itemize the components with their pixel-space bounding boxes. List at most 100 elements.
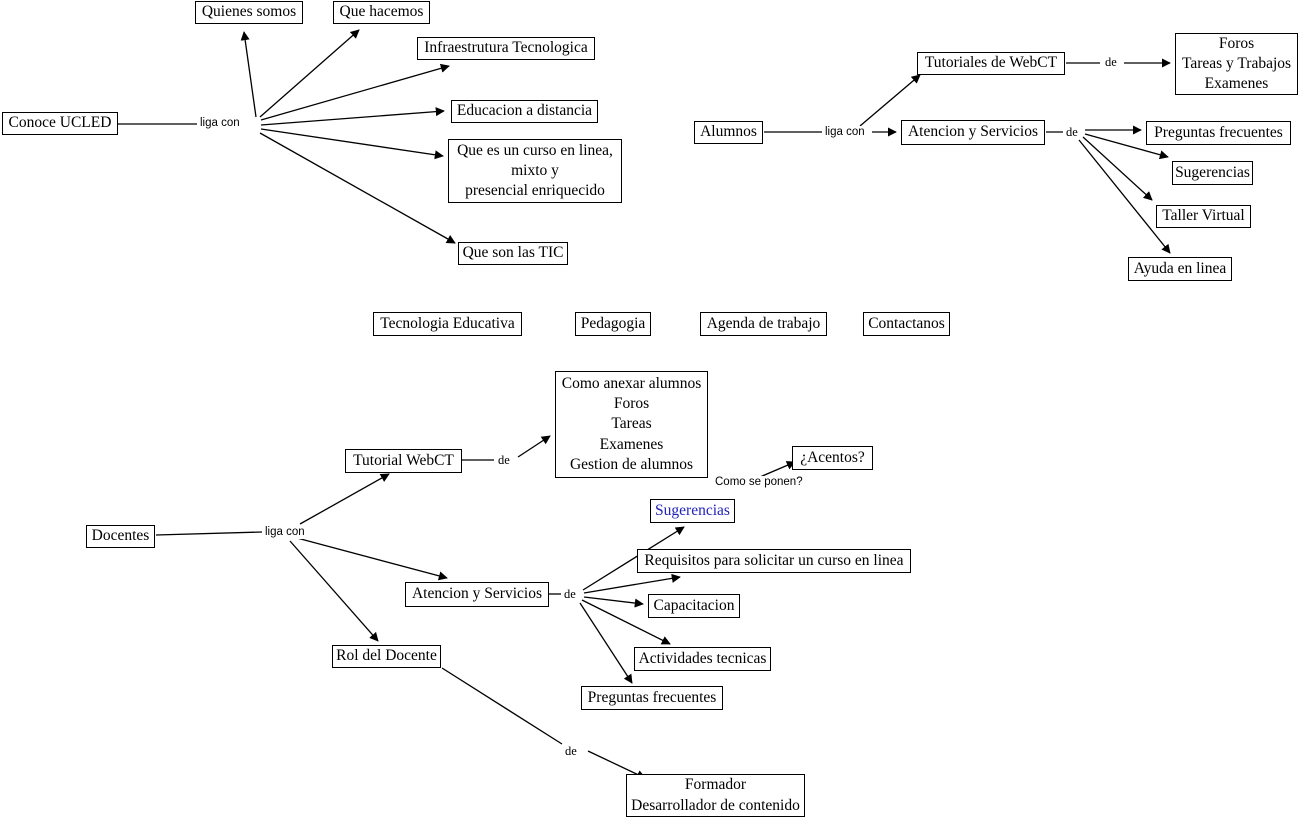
- node-docentes[interactable]: Docentes: [86, 525, 155, 548]
- edge-de-to-capacitacion: [583, 596, 644, 608]
- node-acentos[interactable]: ¿Acentos?: [792, 446, 873, 470]
- edge-de-to-actividades-tecnicas: [581, 599, 671, 645]
- node-label-line-5: Gestion de alumnos: [569, 455, 694, 473]
- node-label-line-3: Examenes: [1204, 75, 1269, 93]
- node-label-line-2: Foros: [613, 395, 650, 413]
- node-label: Pedagogia: [580, 314, 646, 332]
- node-label: Tutorial WebCT: [353, 451, 454, 469]
- node-label-line-1: Como anexar alumnos: [561, 375, 702, 393]
- node-rol-del-docente[interactable]: Rol del Docente: [332, 645, 441, 668]
- edge-liga-con-to-rol-docente: [289, 540, 379, 642]
- node-label: Taller Virtual: [1162, 207, 1245, 225]
- node-label: ¿Acentos?: [800, 448, 865, 466]
- node-label: Atencion y Servicios: [907, 123, 1038, 141]
- node-label: Requisitos para solicitar un curso en li…: [644, 551, 904, 569]
- edge-de-to-requisitos: [583, 573, 681, 594]
- edge-de-to-preguntas-docentes: [579, 602, 633, 684]
- edge-liga-con-to-tutoriales-webct: [859, 74, 921, 127]
- node-preguntas-frecuentes-docentes[interactable]: Preguntas frecuentes: [581, 686, 723, 710]
- edge-de-to-formador: [587, 750, 646, 779]
- node-label-line-1: Formador: [684, 776, 747, 794]
- node-atencion-y-servicios-alumnos[interactable]: Atencion y Servicios: [901, 120, 1045, 145]
- node-formador-desarrollador[interactable]: Formador Desarrollador de contenido: [626, 774, 805, 817]
- node-label: Alumnos: [700, 123, 757, 141]
- edge-como-se-ponen-to-acentos: [759, 461, 796, 478]
- node-contactanos[interactable]: Contactanos: [863, 312, 950, 336]
- edge-label-de-atencion-alumnos: de: [1065, 125, 1079, 140]
- edge-de-to-taller-virtual: [1082, 136, 1153, 201]
- node-label: Preguntas frecuentes: [1154, 123, 1283, 141]
- node-atencion-y-servicios-docentes[interactable]: Atencion y Servicios: [405, 582, 549, 607]
- node-label-line-4: Examenes: [599, 435, 664, 453]
- node-agenda-de-trabajo[interactable]: Agenda de trabajo: [700, 312, 827, 336]
- edge-label-liga-con-ucled: liga con: [199, 117, 241, 130]
- edge-label-de-rol-docente: de: [564, 744, 578, 759]
- node-label-line-1: Que es un curso en linea,: [457, 141, 613, 159]
- node-label-line-1: Foros: [1218, 34, 1255, 52]
- node-label: Conoce UCLED: [8, 114, 112, 132]
- node-label: Atencion y Servicios: [411, 585, 542, 603]
- node-label-line-3: presencial enriquecido: [465, 182, 605, 200]
- node-taller-virtual[interactable]: Taller Virtual: [1156, 205, 1251, 228]
- edge-de-to-gestion-alumnos: [517, 435, 551, 458]
- edge-liga-con-to-infraestrutura: [260, 63, 450, 121]
- edge-liga-con-to-quienes-somos: [240, 31, 257, 118]
- edge-label-de-tutoriales-webct: de: [1104, 55, 1118, 70]
- node-gestion-de-alumnos[interactable]: Como anexar alumnos Foros Tareas Examene…: [555, 371, 708, 478]
- edge-docentes-to-liga-con: [155, 531, 263, 536]
- node-alumnos[interactable]: Alumnos: [694, 121, 763, 144]
- node-quienes-somos[interactable]: Quienes somos: [195, 1, 303, 24]
- node-label-line-3: Tareas: [611, 415, 652, 433]
- node-label: Sugerencias: [655, 501, 730, 519]
- node-ayuda-en-linea[interactable]: Ayuda en linea: [1128, 257, 1232, 281]
- edge-label-de-tutorial-webct: de: [497, 453, 511, 468]
- node-label: Contactanos: [868, 314, 945, 332]
- edges-cluster-alumnos: [764, 58, 1171, 254]
- edge-label-liga-con-alumnos: liga con: [824, 126, 866, 139]
- node-capacitacion[interactable]: Capacitacion: [648, 594, 740, 618]
- node-actividades-tecnicas[interactable]: Actividades tecnicas: [634, 647, 771, 671]
- node-pedagogia[interactable]: Pedagogia: [575, 312, 651, 336]
- node-preguntas-frecuentes-alumnos[interactable]: Preguntas frecuentes: [1146, 121, 1291, 145]
- edge-label-como-se-ponen: Como se ponen?: [714, 476, 804, 489]
- node-label-line-2: Tareas y Trabajos: [1181, 54, 1292, 72]
- node-label: Actividades tecnicas: [638, 649, 767, 667]
- node-tutoriales-de-webct[interactable]: Tutoriales de WebCT: [917, 52, 1065, 75]
- node-educacion-a-distancia[interactable]: Educacion a distancia: [451, 100, 598, 123]
- node-label: Docentes: [91, 527, 150, 545]
- node-label: Preguntas frecuentes: [587, 688, 717, 706]
- node-requisitos-curso-en-linea[interactable]: Requisitos para solicitar un curso en li…: [637, 549, 911, 573]
- node-infraestrutura-tecnologica[interactable]: Infraestrutura Tecnologica: [417, 37, 595, 60]
- edge-rol-docente-to-de: [441, 667, 563, 745]
- node-foros-tareas-examenes[interactable]: Foros Tareas y Trabajos Examenes: [1175, 33, 1298, 95]
- node-tutorial-webct[interactable]: Tutorial WebCT: [345, 449, 462, 473]
- edge-de-to-ayuda-en-linea: [1078, 139, 1171, 254]
- edge-label-liga-con-docentes: liga con: [264, 526, 306, 539]
- node-que-son-las-tic[interactable]: Que son las TIC: [458, 242, 568, 265]
- edge-label-de-atencion-docentes: de: [563, 587, 577, 602]
- node-label: Tecnologia Educativa: [380, 314, 515, 332]
- node-sugerencias-docentes[interactable]: Sugerencias: [650, 499, 735, 523]
- node-label-line-2: Desarrollador de contenido: [631, 796, 800, 814]
- node-label: Rol del Docente: [336, 647, 437, 665]
- node-que-hacemos[interactable]: Que hacemos: [333, 1, 430, 24]
- node-label: Que son las TIC: [462, 244, 564, 262]
- node-label: Infraestrutura Tecnologica: [424, 39, 588, 57]
- node-label: Capacitacion: [653, 596, 735, 614]
- node-label-line-2: mixto y: [511, 161, 559, 179]
- edges-cluster-docentes: [155, 435, 796, 779]
- edge-de-to-sugerencias-alumnos: [1084, 133, 1169, 160]
- node-conoce-ucled[interactable]: Conoce UCLED: [2, 112, 118, 135]
- node-tecnologia-educativa[interactable]: Tecnologia Educativa: [373, 312, 522, 336]
- node-label: Sugerencias: [1175, 163, 1250, 181]
- edge-liga-con-to-que-hacemos: [259, 29, 360, 118]
- node-label: Que hacemos: [339, 3, 424, 21]
- edge-liga-con-to-educacion-distancia: [260, 107, 445, 126]
- node-label: Educacion a distancia: [456, 102, 593, 120]
- node-que-es-curso-en-linea[interactable]: Que es un curso en linea, mixto y presen…: [448, 139, 622, 203]
- edge-de-to-sugerencias-docentes: [582, 526, 685, 591]
- node-sugerencias-alumnos[interactable]: Sugerencias: [1172, 161, 1253, 185]
- edges-cluster-conoce-ucled: [118, 29, 456, 244]
- edge-liga-con-to-curso-en-linea: [260, 128, 444, 160]
